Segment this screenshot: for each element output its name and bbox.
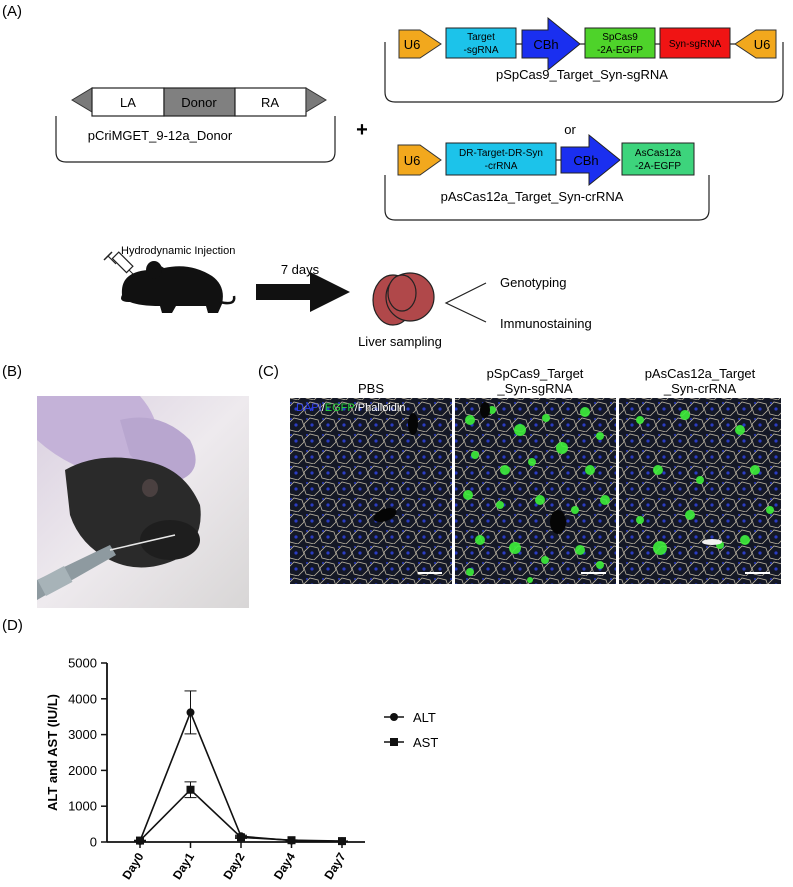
target-sgrna-line2: -sgRNA — [463, 45, 498, 56]
micrograph-pbs — [290, 398, 452, 584]
ascas12a-plasmid-backbone — [384, 175, 710, 221]
legend-label: ALT — [413, 710, 436, 725]
y-tick-label: 2000 — [68, 763, 97, 778]
y-tick-label: 1000 — [68, 799, 97, 814]
syn-sgrna-box — [659, 27, 731, 59]
stain-legend: DAPI/EGFP/Phalloidin — [296, 402, 405, 414]
ascas12a-line2: -2A-EGFP — [635, 161, 681, 172]
donor-label: Donor — [181, 95, 217, 110]
injection-photo — [37, 396, 249, 608]
spcas9-plasmid: U6 Target -sgRNA CBh SpCas9 -2A-EGFP Syn… — [384, 16, 784, 103]
injection-label: Hydrodynamic Injection — [121, 245, 235, 257]
panel-label-a: (A) — [2, 3, 22, 20]
cbh-promoter — [521, 16, 581, 72]
column-title-pbs: PBS — [358, 381, 384, 396]
ascas12a-box — [621, 142, 695, 176]
micrograph-ascas12a — [619, 398, 781, 584]
point-ast — [338, 837, 346, 846]
ascas12a-plasmid-name: pAsCas12a_Target_Syn-crRNA — [441, 189, 624, 204]
target-sgrna-line1: Target — [467, 32, 495, 43]
y-axis-label: ALT and AST (IU/L) — [45, 694, 60, 811]
left-arm-label: LA — [120, 95, 136, 110]
panel-label-d: (D) — [2, 617, 23, 634]
column-title-spcas9-line1: pSpCas9_Target — [487, 366, 584, 381]
cbh-label: CBh — [533, 37, 558, 52]
series-line-alt — [139, 710, 343, 843]
ascas12a-plasmid: U6 DR-Target-DR-Syn -crRNA CBh AsCas12a … — [384, 133, 710, 221]
plus-sign: + — [356, 119, 368, 141]
workflow: Hydrodynamic Injection 7 days Liver samp… — [103, 245, 592, 349]
x-tick-label: Day7 — [321, 850, 348, 882]
donor-plasmid-backbone — [55, 116, 336, 163]
point-ast — [287, 836, 296, 845]
or-label: or — [564, 122, 576, 137]
crrna-line2: -crRNA — [485, 161, 518, 172]
column-title-spcas9-line2: _Syn-sgRNA — [496, 381, 572, 396]
u6-right-promoter — [734, 29, 777, 59]
spcas9-plasmid-backbone — [384, 42, 784, 103]
y-tick-label: 5000 — [68, 656, 97, 671]
panel-label-b: (B) — [2, 363, 22, 380]
legend-marker — [390, 713, 398, 721]
legend-marker — [390, 738, 398, 746]
panel-label-c: (C) — [258, 363, 279, 380]
crrna-line1: DR-Target-DR-Syn — [459, 148, 543, 159]
right-arm-label: RA — [261, 95, 279, 110]
column-title-ascas12a-line1: pAsCas12a_Target — [645, 366, 756, 381]
legend-label: AST — [413, 735, 438, 750]
y-tick-label: 4000 — [68, 691, 97, 706]
crrna-box — [445, 142, 557, 176]
donor-plasmid-name: pCriMGET_9-12a_Donor — [88, 128, 233, 143]
x-tick-label: Day4 — [271, 850, 298, 882]
spcas9-box — [584, 27, 656, 59]
point-ast — [237, 833, 245, 842]
right-itr-arrow — [305, 87, 327, 113]
x-tick-label: Day0 — [119, 850, 146, 882]
u6-label: U6 — [404, 153, 421, 168]
y-tick-label: 0 — [90, 835, 97, 850]
y-tick-label: 3000 — [68, 727, 97, 742]
x-tick-label: Day2 — [220, 850, 247, 882]
u6-left-label: U6 — [404, 37, 421, 52]
point-ast — [136, 836, 144, 845]
genotyping-label: Genotyping — [500, 275, 567, 290]
spcas9-line2: -2A-EGFP — [597, 45, 643, 56]
right-arm-box — [234, 87, 307, 117]
mouse-icon — [121, 261, 236, 313]
u6-left-promoter — [398, 29, 442, 59]
liver-sampling-label: Liver sampling — [358, 334, 442, 349]
syringe-icon — [103, 251, 137, 278]
left-itr-arrow — [71, 87, 93, 113]
cbh-label-2: CBh — [573, 153, 598, 168]
cbh-promoter-2 — [560, 133, 621, 187]
u6-promoter — [397, 144, 442, 176]
micrograph-spcas9 — [455, 398, 616, 584]
syn-sgrna-label: Syn-sgRNA — [669, 39, 722, 50]
donor-plasmid: LA Donor RA pCriMGET_9-12a_Donor — [55, 87, 336, 163]
point-ast — [186, 785, 195, 794]
workflow-arrow-icon — [256, 272, 350, 312]
days-label: 7 days — [281, 262, 320, 277]
liver-icon — [372, 272, 435, 326]
x-tick-label: Day1 — [170, 850, 197, 882]
branch-lines — [444, 282, 487, 323]
donor-box — [163, 87, 236, 117]
column-title-ascas12a-line2: _Syn-crRNA — [663, 381, 737, 396]
spcas9-plasmid-name: pSpCas9_Target_Syn-sgRNA — [496, 67, 668, 82]
ascas12a-line1: AsCas12a — [635, 148, 682, 159]
spcas9-line1: SpCas9 — [602, 32, 638, 43]
target-sgrna-box — [445, 27, 517, 59]
point-alt — [186, 708, 195, 717]
immunostaining-label: Immunostaining — [500, 316, 592, 331]
u6-right-label: U6 — [754, 37, 771, 52]
